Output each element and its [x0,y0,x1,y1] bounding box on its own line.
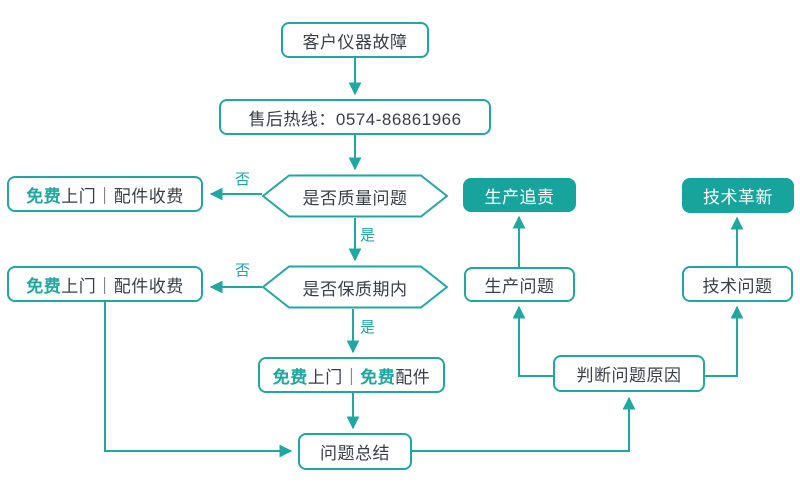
node-free-visit-paid-parts-top: 免费上门｜配件收费 [7,176,203,212]
node-hotline-label: 售后热线：0574-86861966 [248,109,462,129]
node-customer-fault: 客户仪器故障 [281,22,429,58]
paid-parts-text: 上门｜配件收费 [61,276,184,296]
visit-text: 上门｜ [307,367,361,387]
edge-label-quality-yes: 是 [360,227,376,244]
node-tech-issue: 技术问题 [682,266,793,302]
node-customer-fault-label: 客户仪器故障 [302,32,408,52]
free-highlight: 免费 [360,367,396,387]
node-free-visit-free-parts: 免费上门｜免费配件 [258,357,445,393]
node-judge-cause: 判断问题原因 [553,355,705,392]
decision-within-warranty: 是否保质期内 [262,265,448,309]
node-tech-innovation-label: 技术革新 [703,188,773,207]
node-problem-summary: 问题总结 [298,433,412,470]
node-production-issue: 生产问题 [464,267,575,302]
free-highlight: 免费 [26,186,62,206]
edge-label-quality-no: 否 [235,171,251,188]
free-highlight: 免费 [272,367,308,387]
node-tech-innovation: 技术革新 [682,178,794,213]
node-production-accountability-label: 生产追责 [484,187,555,207]
node-production-issue-label: 生产问题 [484,277,555,296]
node-tech-issue-label: 技术问题 [702,276,773,296]
node-problem-summary-label: 问题总结 [320,444,390,463]
decision-quality-problem: 是否质量问题 [262,174,448,218]
free-highlight: 免费 [26,276,62,296]
edge-label-warranty-yes: 是 [360,319,376,336]
edge-label-warranty-no: 否 [235,262,251,279]
decision-within-warranty-label: 是否保质期内 [302,279,408,299]
node-free-visit-paid-parts-bottom: 免费上门｜配件收费 [7,266,203,302]
decision-quality-problem-label: 是否质量问题 [302,188,408,208]
node-production-accountability: 生产追责 [463,178,576,212]
node-hotline: 售后热线：0574-86861966 [219,99,491,135]
hexagon-shape [262,174,448,218]
paid-parts-text: 上门｜配件收费 [61,186,184,206]
hexagon-shape [262,265,448,309]
parts-text: 配件 [395,367,431,387]
node-judge-cause-label: 判断问题原因 [576,366,682,385]
